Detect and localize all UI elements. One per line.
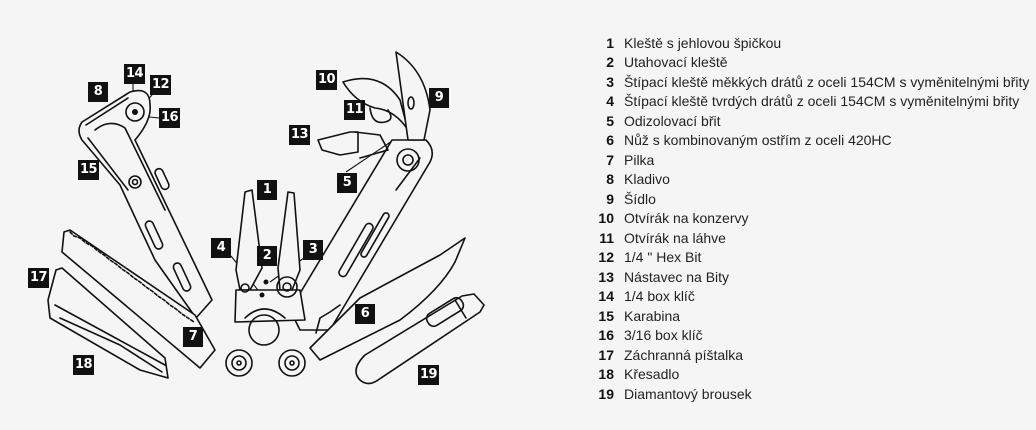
knife bbox=[309, 237, 466, 361]
callout-6: 6 bbox=[355, 304, 375, 324]
legend-label: Křesadlo bbox=[624, 366, 680, 383]
legend-number: 10 bbox=[598, 210, 614, 227]
callout-18: 18 bbox=[73, 355, 95, 375]
legend-item: 4 Štípací kleště tvrdých drátů z oceli 15… bbox=[588, 92, 1029, 112]
legend-label: Otvírák na láhve bbox=[624, 229, 726, 246]
callout-3: 3 bbox=[303, 240, 323, 260]
legend-item: 15 Karabina bbox=[588, 306, 1029, 326]
legend-number: 6 bbox=[606, 132, 614, 149]
left-handle bbox=[78, 89, 213, 319]
legend-item: 1 Kleště s jehlovou špičkou bbox=[588, 33, 1029, 53]
callout-14: 14 bbox=[124, 64, 146, 84]
legend-label: Nůž s kombinovaným ostřím z oceli 420HC bbox=[624, 132, 892, 149]
legend-item: 16 3/16 box klíč bbox=[588, 326, 1029, 346]
legend-label: Odizolovací břit bbox=[624, 112, 721, 129]
legend-label: Záchranná píštalka bbox=[624, 346, 744, 363]
legend-number: 2 bbox=[606, 54, 614, 71]
callout-8: 8 bbox=[88, 82, 108, 102]
legend-item: 14 1/4 box klíč bbox=[588, 287, 1029, 307]
legend-item: 2 Utahovací kleště bbox=[588, 53, 1029, 73]
multitool-illustration bbox=[47, 51, 485, 385]
legend-item: 12 1/4 " Hex Bit bbox=[588, 248, 1029, 268]
legend-number: 12 bbox=[598, 249, 614, 266]
legend-label: Šídlo bbox=[624, 190, 656, 207]
legend-number: 5 bbox=[606, 112, 614, 129]
legend-label: Kladivo bbox=[624, 171, 670, 188]
legend-item: 19 Diamantový brousek bbox=[588, 384, 1029, 404]
legend-item: 7 Pilka bbox=[588, 150, 1029, 170]
legend-label: Utahovací kleště bbox=[624, 54, 728, 71]
callout-11: 11 bbox=[344, 100, 366, 120]
legend-number: 14 bbox=[598, 288, 614, 305]
legend-item: 17 Záchranná píštalka bbox=[588, 345, 1029, 365]
legend-item: 9 Šídlo bbox=[588, 189, 1029, 209]
legend-number: 15 bbox=[598, 307, 614, 324]
legend-label: 1/4 " Hex Bit bbox=[624, 249, 702, 266]
callout-10: 10 bbox=[316, 70, 338, 90]
legend-label: Kleště s jehlovou špičkou bbox=[624, 34, 782, 51]
legend-number: 9 bbox=[606, 190, 614, 207]
legend-label: 1/4 box klíč bbox=[624, 288, 695, 305]
legend-item: 13 Nástavec na Bity bbox=[588, 267, 1029, 287]
legend-label: Pilka bbox=[624, 151, 655, 168]
callout-17: 17 bbox=[28, 268, 50, 288]
pliers bbox=[234, 189, 306, 346]
legend-item: 10 Otvírák na konzervy bbox=[588, 209, 1029, 229]
legend-item: 8 Kladivo bbox=[588, 170, 1029, 190]
top-right-tools bbox=[317, 51, 431, 159]
legend-number: 3 bbox=[606, 73, 614, 90]
parts-legend: 1 Kleště s jehlovou špičkou 2 Utahovací kl… bbox=[588, 33, 1029, 404]
legend-label: Karabina bbox=[624, 307, 681, 324]
legend-label: Štípací kleště měkkých drátů z oceli 154… bbox=[624, 73, 1030, 90]
legend-number: 19 bbox=[598, 385, 614, 402]
legend-item: 3 Štípací kleště měkkých drátů z oceli 15… bbox=[588, 72, 1029, 92]
legend-number: 4 bbox=[606, 93, 614, 110]
callout-16: 16 bbox=[159, 108, 181, 128]
legend-label: Otvírák na konzervy bbox=[624, 210, 749, 227]
multitool-diagram: 1 2 3 4 5 6 7 8 9 10 11 12 13 14 15 16 1… bbox=[28, 51, 485, 385]
callout-1: 1 bbox=[257, 180, 277, 200]
legend-number: 13 bbox=[598, 268, 614, 285]
legend-number: 8 bbox=[606, 171, 614, 188]
callout-2: 2 bbox=[257, 246, 277, 266]
callout-19: 19 bbox=[418, 365, 440, 385]
callout-9: 9 bbox=[429, 88, 449, 108]
legend-item: 11 Otvírák na láhve bbox=[588, 228, 1029, 248]
callout-15: 15 bbox=[78, 160, 100, 180]
legend-number: 11 bbox=[599, 229, 614, 246]
saw bbox=[61, 229, 216, 369]
diamond-sharpener bbox=[355, 293, 485, 385]
pivots bbox=[225, 349, 306, 377]
legend-label: Diamantový brousek bbox=[624, 385, 752, 402]
legend-item: 5 Odizolovací břit bbox=[588, 111, 1029, 131]
legend-label: Nástavec na Bity bbox=[624, 268, 730, 285]
callout-13: 13 bbox=[289, 125, 311, 145]
legend-item: 18 Křesadlo bbox=[588, 365, 1029, 385]
legend-number: 7 bbox=[606, 151, 614, 168]
right-handle bbox=[289, 139, 434, 331]
legend-number: 1 bbox=[606, 34, 614, 51]
whistle-firestarter bbox=[47, 267, 169, 379]
legend-label: 3/16 box klíč bbox=[624, 327, 703, 344]
callout-4: 4 bbox=[211, 238, 231, 258]
legend-item: 6 Nůž s kombinovaným ostřím z oceli 420HC bbox=[588, 131, 1029, 151]
legend-label: Štípací kleště tvrdých drátů z oceli 154… bbox=[624, 93, 1020, 110]
callout-7: 7 bbox=[183, 327, 203, 347]
legend-number: 16 bbox=[598, 327, 614, 344]
callout-5: 5 bbox=[337, 173, 357, 193]
legend-number: 18 bbox=[598, 366, 614, 383]
legend-number: 17 bbox=[598, 346, 614, 363]
callout-12: 12 bbox=[150, 75, 172, 95]
